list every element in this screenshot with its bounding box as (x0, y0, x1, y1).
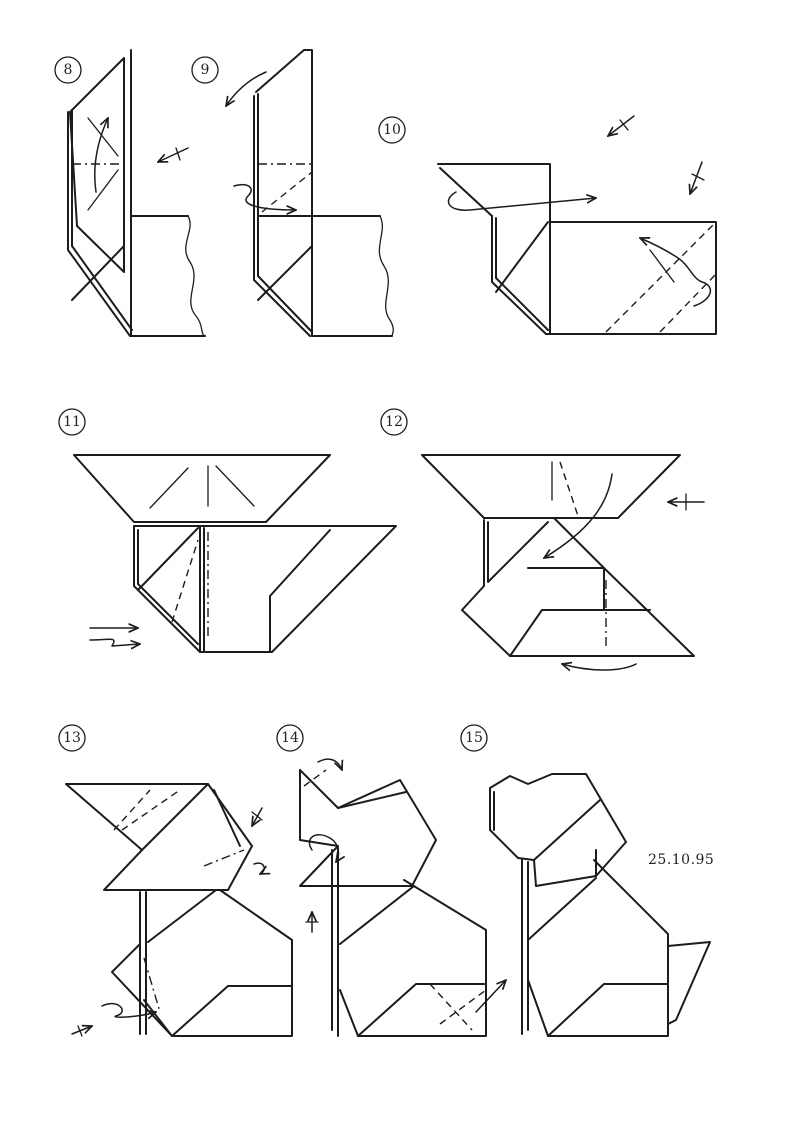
step-8-diagram: 8 (54, 49, 206, 337)
step-14-diagram: 14 (276, 724, 506, 1037)
svg-text:10: 10 (383, 122, 401, 138)
step-8-label: 8 (54, 56, 82, 84)
step-15-label: 15 (460, 724, 488, 752)
svg-text:14: 14 (281, 730, 299, 746)
step-11-label: 11 (58, 408, 86, 436)
step-10-label: 10 (378, 116, 406, 144)
svg-text:12: 12 (385, 414, 403, 430)
step-11-diagram: 11 (58, 408, 397, 653)
svg-text:15: 15 (465, 730, 483, 746)
date-note: 25.10.95 (648, 852, 714, 868)
svg-text:11: 11 (63, 414, 81, 430)
step-12-diagram: 12 (380, 408, 705, 670)
svg-text:13: 13 (63, 730, 81, 746)
step-14-label: 14 (276, 724, 304, 752)
step-13-label: 13 (58, 724, 86, 752)
step-10-diagram: 10 (378, 115, 717, 335)
svg-text:8: 8 (64, 62, 73, 78)
svg-text:9: 9 (201, 62, 210, 78)
step-9-label: 9 (191, 56, 219, 84)
step-9-diagram: 9 (191, 49, 394, 337)
step-13-diagram: 13 (58, 724, 293, 1037)
step-15-diagram: 15 25.10.95 (460, 724, 714, 1037)
step-12-label: 12 (380, 408, 408, 436)
